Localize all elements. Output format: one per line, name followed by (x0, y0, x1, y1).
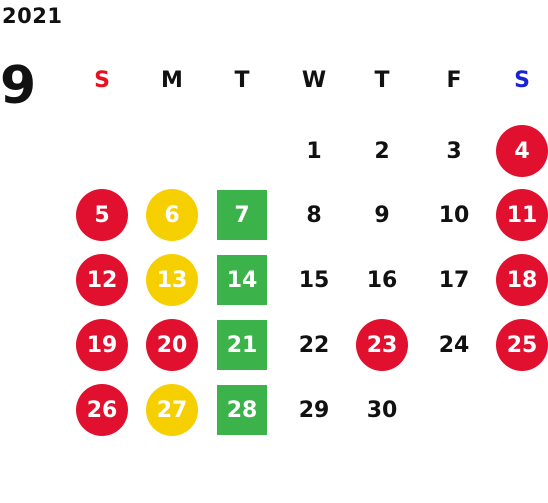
red-circle-marker (356, 319, 408, 371)
weekday-sun: S (94, 68, 110, 93)
green-square-marker (217, 320, 267, 370)
weekday-wed: W (301, 68, 327, 93)
day-cell-1[interactable]: 1 (286, 123, 342, 179)
day-number: 4 (514, 138, 530, 164)
day-number: 15 (298, 267, 330, 293)
red-circle-marker (76, 384, 128, 436)
weekday-fri: F (446, 68, 462, 93)
day-number: 13 (156, 267, 188, 293)
day-cell-26[interactable]: 26 (74, 382, 130, 438)
day-cell-23[interactable]: 23 (354, 317, 410, 373)
yellow-circle-marker (146, 254, 198, 306)
day-cell-22[interactable]: 22 (286, 317, 342, 373)
day-number: 1 (306, 138, 322, 164)
weekday-tue: T (234, 68, 250, 93)
day-number: 10 (438, 202, 470, 228)
green-square-marker (217, 385, 267, 435)
day-number: 25 (506, 332, 538, 358)
yellow-circle-marker (146, 189, 198, 241)
day-number: 19 (86, 332, 118, 358)
day-number: 21 (226, 332, 258, 358)
day-cell-24[interactable]: 24 (426, 317, 482, 373)
day-cell-16[interactable]: 16 (354, 252, 410, 308)
red-circle-marker (496, 189, 548, 241)
day-number: 12 (86, 267, 118, 293)
red-circle-marker (76, 254, 128, 306)
day-number: 9 (374, 202, 390, 228)
day-number: 7 (234, 202, 250, 228)
weekday-mon: M (161, 68, 183, 93)
day-number: 26 (86, 397, 118, 423)
day-number: 24 (438, 332, 470, 358)
red-circle-marker (496, 125, 548, 177)
day-cell-8[interactable]: 8 (286, 187, 342, 243)
day-cell-25[interactable]: 25 (494, 317, 548, 373)
yellow-circle-marker (146, 384, 198, 436)
green-square-marker (217, 255, 267, 305)
day-cell-9[interactable]: 9 (354, 187, 410, 243)
year-label: 2021 (2, 4, 63, 28)
red-circle-marker (146, 319, 198, 371)
day-cell-4[interactable]: 4 (494, 123, 548, 179)
day-cell-21[interactable]: 21 (214, 317, 270, 373)
red-circle-marker (76, 189, 128, 241)
day-cell-14[interactable]: 14 (214, 252, 270, 308)
day-number: 22 (298, 332, 330, 358)
day-cell-18[interactable]: 18 (494, 252, 548, 308)
day-cell-20[interactable]: 20 (144, 317, 200, 373)
day-cell-10[interactable]: 10 (426, 187, 482, 243)
day-cell-19[interactable]: 19 (74, 317, 130, 373)
day-number: 2 (374, 138, 390, 164)
day-cell-2[interactable]: 2 (354, 123, 410, 179)
day-number: 30 (366, 397, 398, 423)
day-number: 27 (156, 397, 188, 423)
day-cell-11[interactable]: 11 (494, 187, 548, 243)
weekday-sat: S (514, 68, 530, 93)
day-number: 29 (298, 397, 330, 423)
day-number: 3 (446, 138, 462, 164)
day-cell-29[interactable]: 29 (286, 382, 342, 438)
weekday-thu: T (374, 68, 390, 93)
day-number: 18 (506, 267, 538, 293)
day-cell-12[interactable]: 12 (74, 252, 130, 308)
day-cell-5[interactable]: 5 (74, 187, 130, 243)
red-circle-marker (496, 254, 548, 306)
day-number: 6 (164, 202, 180, 228)
day-number: 5 (94, 202, 110, 228)
day-number: 17 (438, 267, 470, 293)
red-circle-marker (76, 319, 128, 371)
day-cell-30[interactable]: 30 (354, 382, 410, 438)
day-number: 28 (226, 397, 258, 423)
green-square-marker (217, 190, 267, 240)
day-cell-17[interactable]: 17 (426, 252, 482, 308)
red-circle-marker (496, 319, 548, 371)
day-cell-28[interactable]: 28 (214, 382, 270, 438)
day-number: 23 (366, 332, 398, 358)
day-number: 8 (306, 202, 322, 228)
day-number: 20 (156, 332, 188, 358)
day-cell-3[interactable]: 3 (426, 123, 482, 179)
day-cell-27[interactable]: 27 (144, 382, 200, 438)
day-cell-6[interactable]: 6 (144, 187, 200, 243)
day-cell-7[interactable]: 7 (214, 187, 270, 243)
month-label: 9 (0, 56, 37, 116)
day-number: 11 (506, 202, 538, 228)
day-number: 16 (366, 267, 398, 293)
day-number: 14 (226, 267, 258, 293)
day-cell-15[interactable]: 15 (286, 252, 342, 308)
day-cell-13[interactable]: 13 (144, 252, 200, 308)
